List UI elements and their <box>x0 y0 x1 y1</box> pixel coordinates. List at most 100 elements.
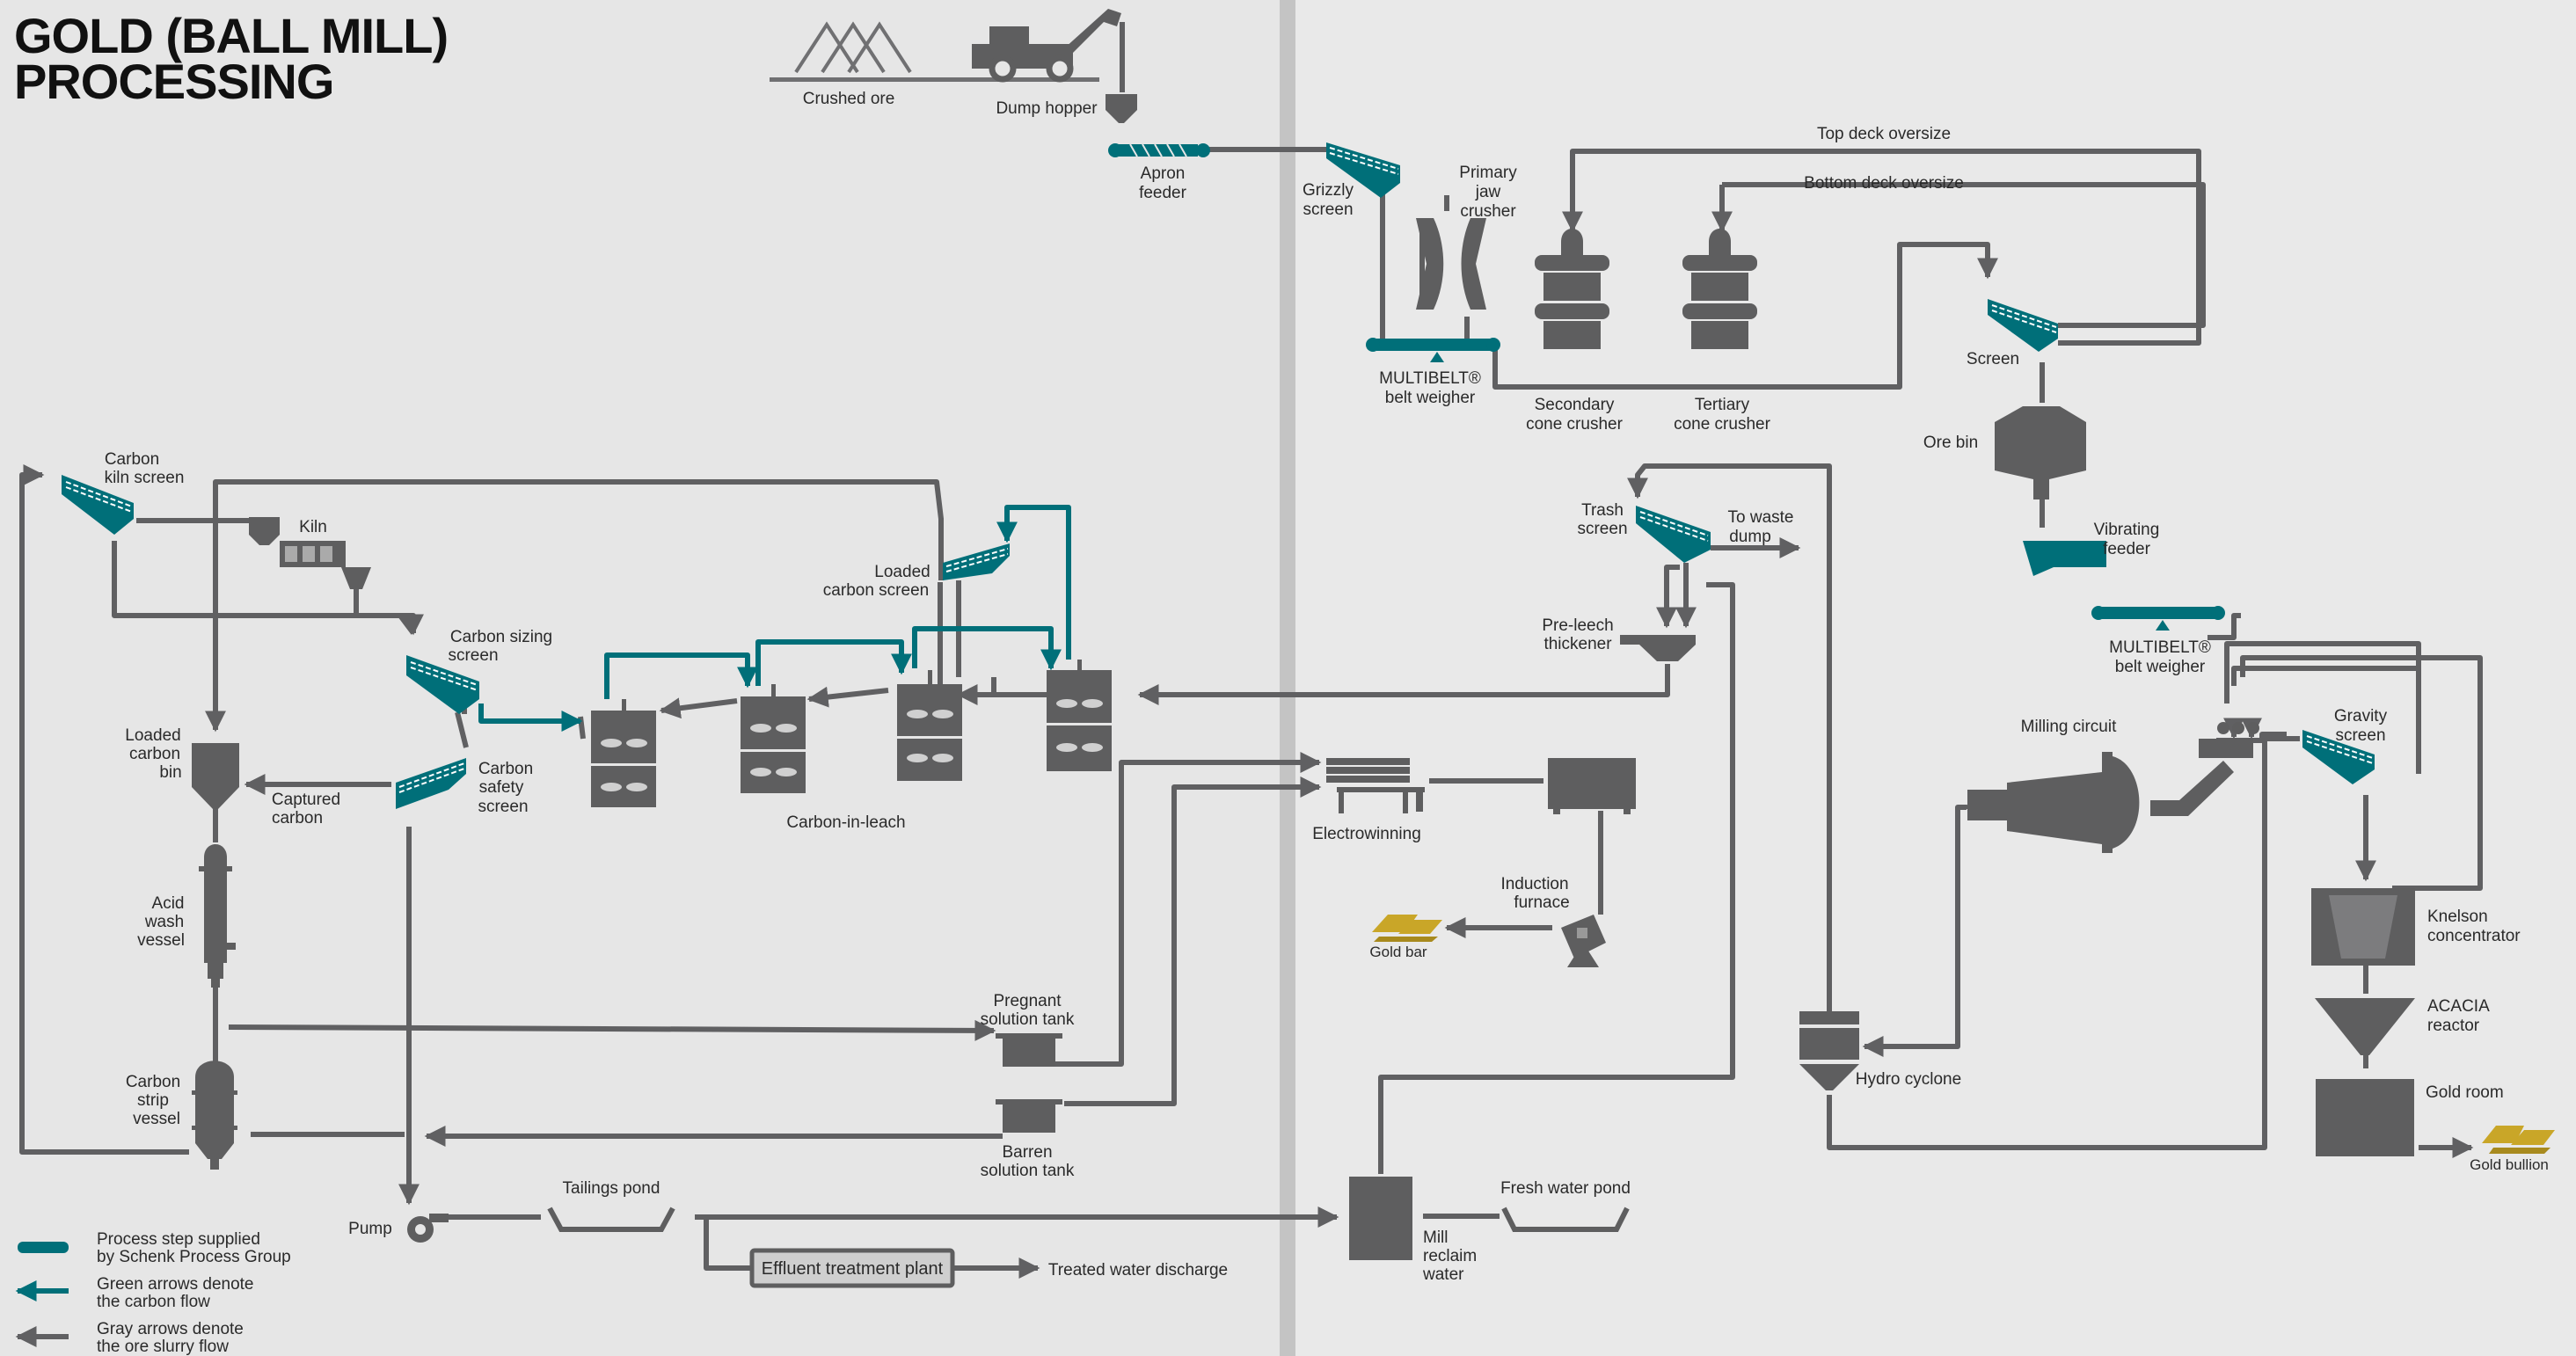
cil-tank-2 <box>741 684 806 793</box>
legend-green-2: the carbon flow <box>97 1293 210 1311</box>
effluent-treatment-label: Effluent treatment plant <box>762 1259 944 1279</box>
pregnant-solution-tank <box>1003 1033 1055 1067</box>
label-vibrating-feeder-1: Vibrating <box>2094 521 2160 539</box>
label-carbon-strip-vessel-3: vessel <box>133 1110 180 1128</box>
loaded-carbon-bin <box>192 743 239 809</box>
ball-mill <box>1967 752 2234 853</box>
dump-hopper <box>1106 94 1137 123</box>
gravity-screen <box>2302 730 2375 784</box>
label-acid-wash-vessel-3: vessel <box>137 931 185 950</box>
label-top-deck-oversize: Top deck oversize <box>1817 125 1951 143</box>
label-trash-screen-2: screen <box>1577 520 1627 538</box>
label-carbon-strip-vessel-2: strip <box>137 1091 169 1110</box>
label-multibelt-2-1: MULTIBELT® <box>2109 638 2211 657</box>
electrowinning-cell <box>1326 758 1425 813</box>
label-multibelt-1-2: belt weigher <box>1385 389 1476 407</box>
legend-schenk-1: Process step supplied <box>97 1230 260 1249</box>
barren-tank-rim <box>996 1099 1062 1104</box>
label-gravity-screen-2: screen <box>2335 726 2385 745</box>
label-treated-water-discharge: Treated water discharge <box>1048 1261 1228 1279</box>
multibelt-weigher-2 <box>2091 606 2225 631</box>
label-screen: Screen <box>1967 350 2019 368</box>
legend-schenk-2: by Schenk Process Group <box>97 1248 291 1266</box>
gold-room <box>2316 1079 2414 1156</box>
label-primary-jaw-crusher-2: jaw <box>1475 183 1501 201</box>
label-carbon-safety-screen-3: screen <box>478 798 528 816</box>
vibrating-feeder <box>2023 541 2106 576</box>
apron-feeder <box>1108 143 1210 157</box>
label-secondary-cone-crusher-2: cone crusher <box>1526 415 1624 434</box>
cil-tank-1 <box>591 699 656 807</box>
label-barren-solution-tank-1: Barren <box>1002 1143 1052 1162</box>
label-apron-feeder-1: Apron <box>1141 164 1186 183</box>
title-line-1: GOLD (BALL MILL) <box>14 8 448 63</box>
carbon-kiln-screen <box>62 475 134 535</box>
label-primary-jaw-crusher-1: Primary <box>1459 164 1517 182</box>
barren-solution-tank <box>1003 1099 1055 1133</box>
label-crushed-ore: Crushed ore <box>803 90 895 108</box>
carbon-flow-lines <box>478 505 1071 732</box>
label-captured-carbon-2: carbon <box>272 809 323 827</box>
carbon-sizing-screen <box>406 655 479 714</box>
kiln <box>249 517 371 589</box>
label-loaded-carbon-bin-2: carbon <box>129 745 180 763</box>
pre-leech-thickener <box>1620 635 1696 661</box>
label-grizzly-screen-1: Grizzly <box>1303 181 1354 200</box>
label-tertiary-cone-crusher-1: Tertiary <box>1695 396 1750 414</box>
hydro-cyclone <box>1799 1011 1859 1090</box>
acid-wash-vessel <box>199 844 236 988</box>
distributor-box <box>2199 722 2259 758</box>
label-acacia-1: ACACIA <box>2427 997 2490 1016</box>
label-secondary-cone-crusher-1: Secondary <box>1535 396 1615 414</box>
label-pre-leech-thickener-1: Pre-leech <box>1542 616 1613 635</box>
ore-bin <box>1995 406 2086 499</box>
legend-gray-1: Gray arrows denote <box>97 1320 244 1338</box>
label-to-waste-dump-2: dump <box>1729 528 1771 546</box>
label-carbon-sizing-screen-2: screen <box>448 646 498 665</box>
label-acid-wash-vessel-2: wash <box>144 913 184 931</box>
trash-screen <box>1636 506 1711 563</box>
grizzly-screen <box>1326 142 1400 198</box>
label-kiln: Kiln <box>299 518 327 536</box>
pump-icon <box>407 1214 449 1243</box>
label-primary-jaw-crusher-3: crusher <box>1460 202 1516 221</box>
label-vibrating-feeder-2: feeder <box>2103 540 2151 558</box>
label-fresh-water-pond: Fresh water pond <box>1500 1179 1631 1198</box>
rectifier-unit <box>1548 758 1636 814</box>
label-induction-furnace-1: Induction <box>1500 875 1568 893</box>
legend-green-1: Green arrows denote <box>97 1275 254 1294</box>
label-mill-reclaim-water-2: reclaim <box>1423 1247 1477 1265</box>
gold-bullion-icon <box>2482 1126 2555 1154</box>
ore-slurry-flow-lines <box>19 22 2483 1279</box>
label-loaded-carbon-screen-1: Loaded <box>874 563 930 581</box>
label-loaded-carbon-bin-3: bin <box>159 763 181 782</box>
mill-reclaim-water-tank <box>1349 1177 1412 1260</box>
ground-line <box>770 77 1099 82</box>
fresh-water-pond <box>1501 1207 1630 1232</box>
knelson-concentrator <box>2311 888 2415 966</box>
label-multibelt-1-1: MULTIBELT® <box>1379 369 1481 388</box>
vibrating-screen <box>1988 299 2058 352</box>
multibelt-weigher-1 <box>1366 338 1500 362</box>
label-gold-room: Gold room <box>2426 1083 2504 1102</box>
crushed-ore-piles <box>794 21 912 74</box>
label-tailings-pond: Tailings pond <box>563 1179 660 1198</box>
label-bottom-deck-oversize: Bottom deck oversize <box>1804 174 1964 193</box>
label-barren-solution-tank-2: solution tank <box>981 1162 1075 1180</box>
label-ore-bin: Ore bin <box>1923 434 1978 452</box>
label-multibelt-2-2: belt weigher <box>2115 658 2206 676</box>
legend-schenk-swatch <box>18 1242 69 1253</box>
gold-bar-icon <box>1372 915 1442 942</box>
label-dump-hopper: Dump hopper <box>996 99 1098 118</box>
cil-tank-4 <box>1047 660 1112 771</box>
label-milling-circuit: Milling circuit <box>2021 718 2117 736</box>
label-pregnant-solution-tank-2: solution tank <box>981 1010 1075 1029</box>
carbon-strip-vessel <box>192 1061 237 1170</box>
label-carbon-strip-vessel-1: Carbon <box>126 1073 180 1091</box>
label-hydro-cyclone: Hydro cyclone <box>1856 1070 1961 1089</box>
panel-divider <box>1280 0 1295 1356</box>
label-pump: Pump <box>348 1220 392 1238</box>
label-carbon-kiln-screen-2: kiln screen <box>105 469 185 487</box>
label-carbon-in-leach: Carbon-in-leach <box>786 813 905 832</box>
label-grizzly-screen-2: screen <box>1303 200 1353 219</box>
